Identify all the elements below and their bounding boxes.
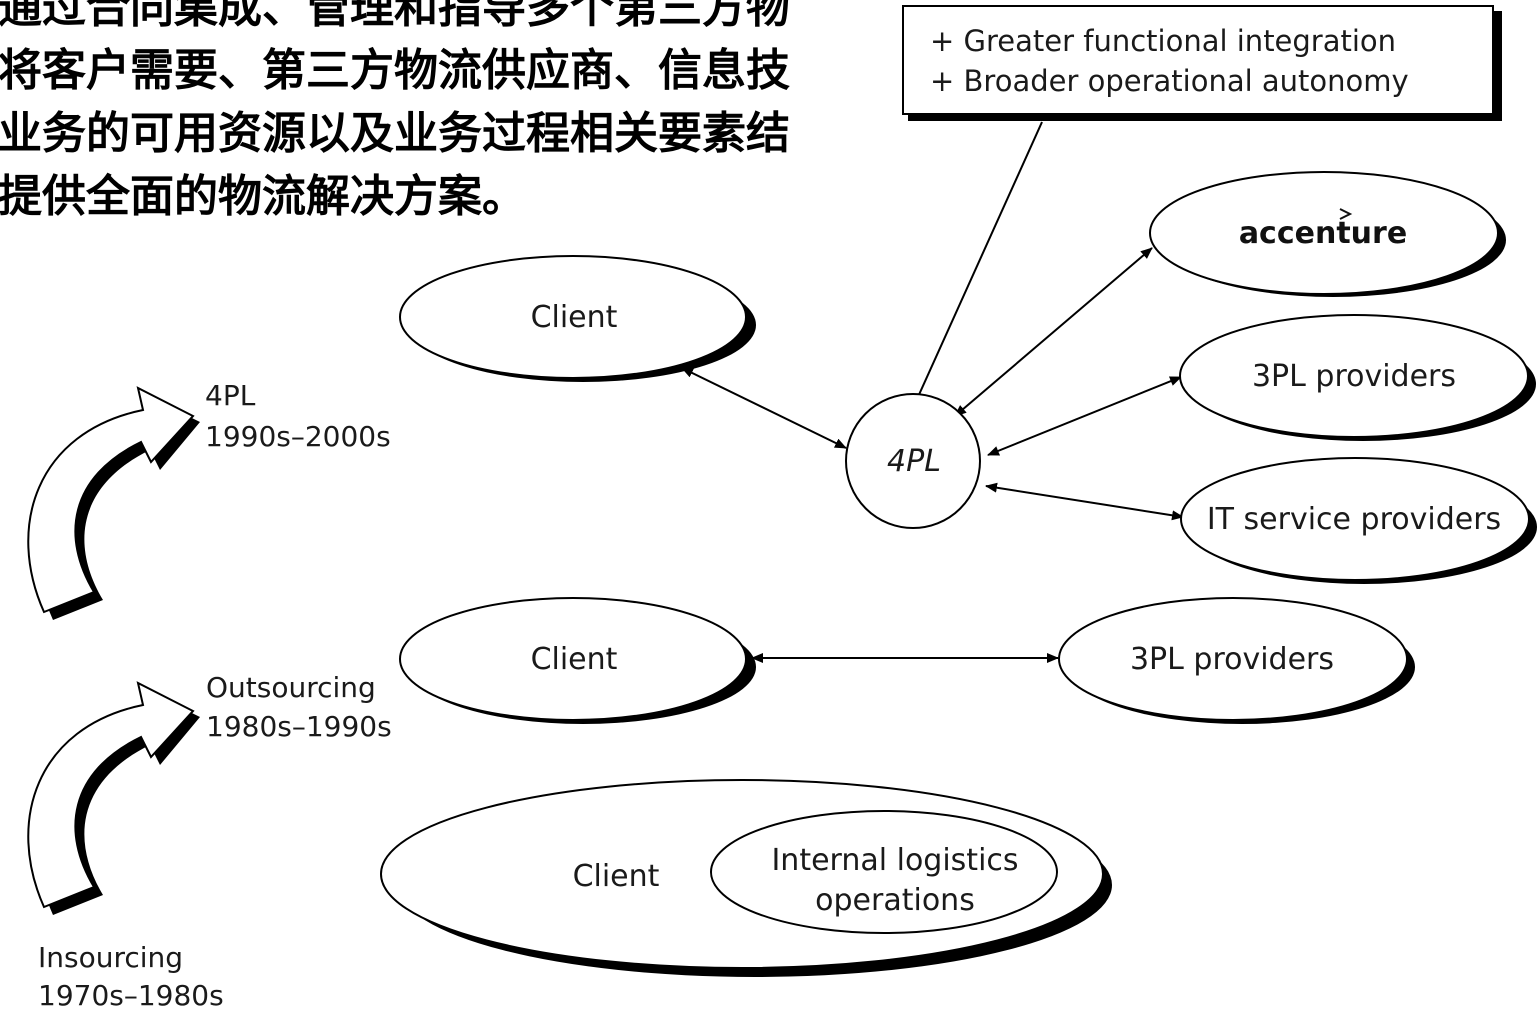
3pl-top-ellipse <box>1179 314 1529 438</box>
3pl-top-label: 3PL providers <box>1252 359 1456 394</box>
internal-ops-label-line2: operations <box>815 883 975 918</box>
era-label-outsourcing: Outsourcing 1980s–1990s <box>206 671 392 743</box>
link-4pl-it <box>985 482 1184 521</box>
3pl-outsourcing-label: 3PL providers <box>1130 642 1334 677</box>
node-client-4pl: Client <box>399 255 756 382</box>
it-service-label: IT service providers <box>1207 502 1501 537</box>
evolution-arrow-lower-icon <box>27 681 195 909</box>
era-label-4pl: 4PL 1990s–2000s <box>205 379 391 453</box>
client-4pl-ellipse <box>399 255 747 379</box>
accenture-logo-mark <box>1339 208 1353 220</box>
description-line-2: 将客户需要、第三方物流供应商、信息技 <box>0 45 790 96</box>
era-4pl-name: 4PL <box>205 379 256 412</box>
description-line-4: 提供全面的物流解决方案。 <box>0 171 526 222</box>
description-text-block: 通过合同集成、管理和指导多个第三方物 将客户需要、第三方物流供应商、信息技 业务… <box>0 0 790 222</box>
callout-pointer-line <box>912 121 1043 409</box>
link-4pl-3pl <box>987 376 1182 456</box>
node-it-service-providers: IT service providers <box>1180 457 1537 584</box>
callout-line-integration: + Greater functional integration <box>930 24 1396 58</box>
node-accenture: accenture <box>1149 171 1506 297</box>
4pl-label: 4PL <box>887 444 941 479</box>
era-outsourcing-period: 1980s–1990s <box>206 710 392 743</box>
node-4pl-center: 4PL <box>845 393 981 529</box>
client-insourcing-label: Client <box>573 859 660 894</box>
callout-box: + Greater functional integration + Broad… <box>902 5 1502 121</box>
link-4pl-accenture <box>954 247 1153 417</box>
evolution-arrow-upper-icon <box>27 386 195 614</box>
accenture-ellipse <box>1149 171 1499 295</box>
client-4pl-label: Client <box>531 300 618 335</box>
4pl-circle <box>845 393 981 529</box>
callout-frame <box>902 5 1494 115</box>
node-3pl-providers-outsourcing: 3PL providers <box>1058 597 1415 724</box>
callout-line-autonomy: + Broader operational autonomy <box>930 64 1409 98</box>
accenture-logo: accenture <box>1239 216 1407 251</box>
era-insourcing-period: 1970s–1980s <box>38 979 224 1010</box>
internal-ops-label-line1: Internal logistics <box>771 843 1018 878</box>
connectors <box>681 121 1184 663</box>
evolution-arrow-lower <box>27 681 200 915</box>
era-outsourcing-name: Outsourcing <box>206 671 376 704</box>
link-client-4pl <box>681 367 847 449</box>
description-line-3: 业务的可用资源以及业务过程相关要素结 <box>0 108 790 159</box>
description-line-1: 通过合同集成、管理和指导多个第三方物 <box>0 0 790 33</box>
internal-ops-ellipse <box>710 810 1058 934</box>
era-label-insourcing: Insourcing 1970s–1980s <box>38 941 224 1010</box>
client-outsourcing-label: Client <box>531 642 618 677</box>
it-service-ellipse <box>1180 457 1530 581</box>
era-4pl-period: 1990s–2000s <box>205 420 391 453</box>
node-client-insourcing: Client Internal logistics operations <box>380 779 1112 977</box>
node-3pl-providers-top: 3PL providers <box>1179 314 1536 441</box>
evolution-arrow-upper <box>27 386 200 620</box>
era-insourcing-name: Insourcing <box>38 941 183 974</box>
3pl-outsourcing-ellipse <box>1058 597 1408 721</box>
node-client-outsourcing: Client <box>399 597 756 724</box>
client-outsourcing-ellipse <box>399 597 747 721</box>
